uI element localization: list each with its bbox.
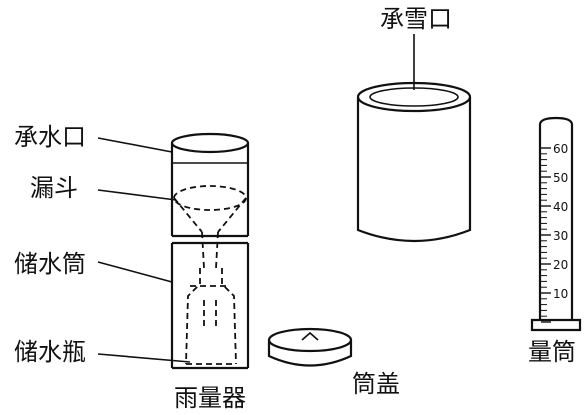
scale-label: 60 xyxy=(553,142,568,156)
rain-gauge-body xyxy=(170,132,250,370)
storage-tube-leader xyxy=(97,261,173,283)
measuring-cylinder xyxy=(530,116,582,332)
funnel xyxy=(173,185,247,269)
rain-gauge-label: 雨量器 xyxy=(174,384,246,412)
storage-bottle-leader xyxy=(97,353,191,363)
measuring-cylinder-label: 量筒 xyxy=(528,338,576,366)
snow-collector xyxy=(356,81,472,243)
funnel-leader xyxy=(97,189,177,201)
snow-inlet-label: 承雪口 xyxy=(380,5,452,33)
storage-bottle xyxy=(185,268,237,365)
scale-label: 50 xyxy=(553,171,568,185)
scale-label: 30 xyxy=(553,229,568,243)
tube-cover xyxy=(267,327,353,367)
funnel-label: 漏斗 xyxy=(30,174,78,202)
storage-bottle-label: 储水瓶 xyxy=(14,338,86,366)
cylinder-scale: 60 50 40 30 20 10 xyxy=(553,142,568,301)
scale-label: 10 xyxy=(553,287,568,301)
tube-cover-label: 筒盖 xyxy=(352,370,400,398)
water-inlet-label: 承水口 xyxy=(14,123,86,151)
scale-label: 40 xyxy=(553,200,568,214)
scale-label: 20 xyxy=(553,258,568,272)
water-inlet-leader xyxy=(97,137,173,153)
cylinder-ticks xyxy=(541,147,551,323)
storage-tube-label: 储水筒 xyxy=(14,250,86,278)
